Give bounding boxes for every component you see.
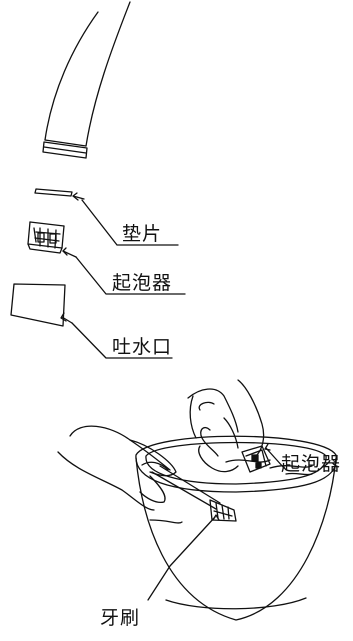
aerator-leader-line bbox=[62, 247, 186, 295]
gasket-label: 垫片 bbox=[122, 223, 163, 245]
cleaning-scene-icon bbox=[57, 379, 337, 621]
brush-leader bbox=[147, 516, 216, 601]
faucet-spout-icon bbox=[42, 1, 131, 159]
aerator-icon bbox=[27, 221, 65, 254]
gasket-icon bbox=[34, 188, 73, 197]
basin-body bbox=[135, 457, 337, 621]
gasket-leader-line bbox=[72, 192, 179, 246]
spout-outlet-icon bbox=[10, 283, 66, 327]
aerator-cleaning-label: 起泡器 bbox=[281, 453, 342, 475]
spout-label: 吐水口 bbox=[112, 336, 173, 358]
basin-rim-outer bbox=[135, 435, 337, 493]
spout-leader-line bbox=[60, 312, 173, 359]
toothbrush-label: 牙刷 bbox=[100, 607, 141, 629]
basin-rim-inner bbox=[145, 441, 327, 485]
aerator-label: 起泡器 bbox=[112, 272, 173, 294]
aerator-cleaning-leader bbox=[265, 447, 285, 469]
